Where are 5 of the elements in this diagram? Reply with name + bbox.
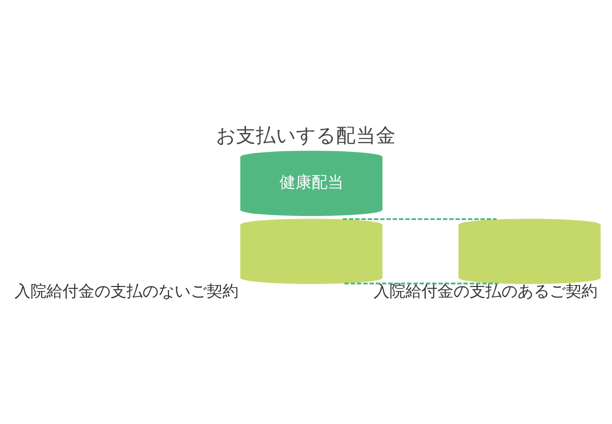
node-label: 入院給付金の支払のあるご契約 (374, 281, 598, 300)
node-label: 入院給付金の支払のないご契約 (14, 281, 238, 300)
connector (344, 282, 498, 284)
connector (342, 218, 496, 220)
diagram-title: お支払いする配当金 (216, 124, 396, 147)
